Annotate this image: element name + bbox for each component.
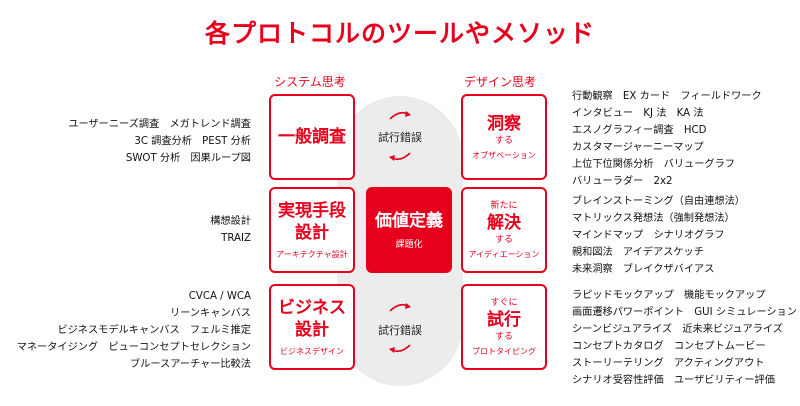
list-item: バリューラダー 2x2 <box>572 176 673 187</box>
list-item: ブルースアーチャー比較法 <box>129 359 251 370</box>
list-left-mid: 構想設計 TRAIZ <box>210 213 251 247</box>
box-solve-title: 解決 <box>487 213 521 233</box>
box-business-design: ビジネス 設計 ビジネスデザイン <box>269 284 355 370</box>
list-item: リーンキャンバス <box>170 308 251 319</box>
list-item: カスタマージャーニーマップ <box>572 142 704 153</box>
list-left-bottom: CVCA / WCA リーンキャンバス ビジネスモデルキャンバス フェルミ推定 … <box>17 288 251 373</box>
cycle-arrows-icon <box>389 152 411 161</box>
box-insight-suru: する <box>494 136 513 146</box>
list-item: TRAIZ <box>221 233 251 244</box>
box-implementation-design-title-2: 設計 <box>295 223 329 243</box>
list-item: マインドマップ シナリオグラフ <box>572 230 725 241</box>
box-solve: 新たに 解決 する アイディエーション <box>461 187 547 273</box>
list-item: シナリオ受容性評価 ユーザビリティー評価 <box>572 375 775 386</box>
trial-and-error-bottom: 試行錯誤 <box>378 324 422 337</box>
box-prototype: すぐに 試行 する プロトタイピング <box>461 284 547 370</box>
list-item: 上位下位関係分析 バリューグラフ <box>572 159 735 170</box>
list-item: 親和図法 アイデアスケッチ <box>572 247 704 258</box>
list-item: ブレインストーミング（自由連想法） <box>572 196 745 207</box>
box-prototype-pre: すぐに <box>490 298 518 308</box>
box-implementation-design: 実現手段 設計 アーキテクチャ設計 <box>269 187 355 273</box>
box-prototype-suru: する <box>494 332 513 342</box>
page-title: 各プロトコルのツールやメソッド <box>204 19 595 48</box>
list-item: 未来洞察 ブレイクザバイアス <box>572 264 715 275</box>
box-prototype-title: 試行 <box>487 310 521 330</box>
box-value-definition: 価値定義 課題化 <box>366 187 452 273</box>
column-label-design-thinking: デザイン思考 <box>463 75 536 89</box>
box-general-research: 一般調査 <box>269 94 355 180</box>
list-right-bottom: ラピッドモックアップ 機能モックアップ 画面遷移パワーポイント GUI シミュレ… <box>572 287 797 389</box>
list-left-top: ユーザーニーズ調査 メガトレンド調査 3C 調査分析 PEST 分析 SWOT … <box>68 116 251 167</box>
list-item: インタビュー KJ 法 KA 法 <box>572 108 704 119</box>
list-right-mid: ブレインストーミング（自由連想法） マトリックス発想法（強制発想法） マインドマ… <box>572 193 745 278</box>
box-solve-suru: する <box>494 235 513 245</box>
box-general-research-title: 一般調査 <box>278 127 346 147</box>
list-item: ビジネスモデルキャンバス フェルミ推定 <box>57 325 251 336</box>
list-item: 3C 調査分析 PEST 分析 <box>134 136 251 147</box>
box-insight: 洞察 する オブザベーション <box>461 94 547 180</box>
column-label-system-thinking: システム思考 <box>274 75 346 89</box>
trial-and-error-top: 試行錯誤 <box>378 131 422 144</box>
list-item: ラピッドモックアップ 機能モックアップ <box>572 290 766 301</box>
list-item: 行動観察 EX カード フィールドワーク <box>572 91 762 102</box>
list-item: マネータイジング ピューコンセプトセレクション <box>16 342 251 353</box>
box-insight-title: 洞察 <box>487 114 521 134</box>
list-item: SWOT 分析 因果ループ図 <box>125 153 251 164</box>
cycle-arrows-icon <box>389 303 411 312</box>
list-item: 画面遷移パワーポイント GUI シミュレーション <box>572 307 797 318</box>
box-value-definition-title: 価値定義 <box>375 211 443 231</box>
list-item: CVCA / WCA <box>188 291 251 302</box>
box-solve-sub: アイディエーション <box>468 250 540 259</box>
cycle-arrows-icon <box>389 344 411 353</box>
list-right-top: 行動観察 EX カード フィールドワーク インタビュー KJ 法 KA 法 エス… <box>572 88 762 190</box>
box-implementation-design-sub: アーキテクチャ設計 <box>276 250 348 259</box>
box-business-design-title-1: ビジネス <box>278 298 346 318</box>
box-prototype-sub: プロトタイピング <box>472 347 536 356</box>
list-item: コンセプトカタログ コンセプトムービー <box>572 341 766 352</box>
list-item: ユーザーニーズ調査 メガトレンド調査 <box>68 119 251 130</box>
list-item: ストーリーテリング アクティングアウト <box>572 358 765 369</box>
cycle-arrows-icon <box>389 111 411 120</box>
list-item: エスノグラフィー調査 HCD <box>572 125 707 136</box>
box-business-design-sub: ビジネスデザイン <box>280 347 344 356</box>
list-item: マトリックス発想法（強制発想法） <box>572 213 735 224</box>
list-item: 構想設計 <box>210 216 251 227</box>
list-item: シーンビジュアライズ 近未来ビジュアライズ <box>572 324 783 335</box>
box-implementation-design-title-1: 実現手段 <box>278 201 346 221</box>
box-solve-pre: 新たに <box>490 201 518 211</box>
box-value-definition-sub: 課題化 <box>395 240 423 250</box>
box-insight-sub: オブザベーション <box>472 151 536 160</box>
box-business-design-title-2: 設計 <box>295 320 329 340</box>
